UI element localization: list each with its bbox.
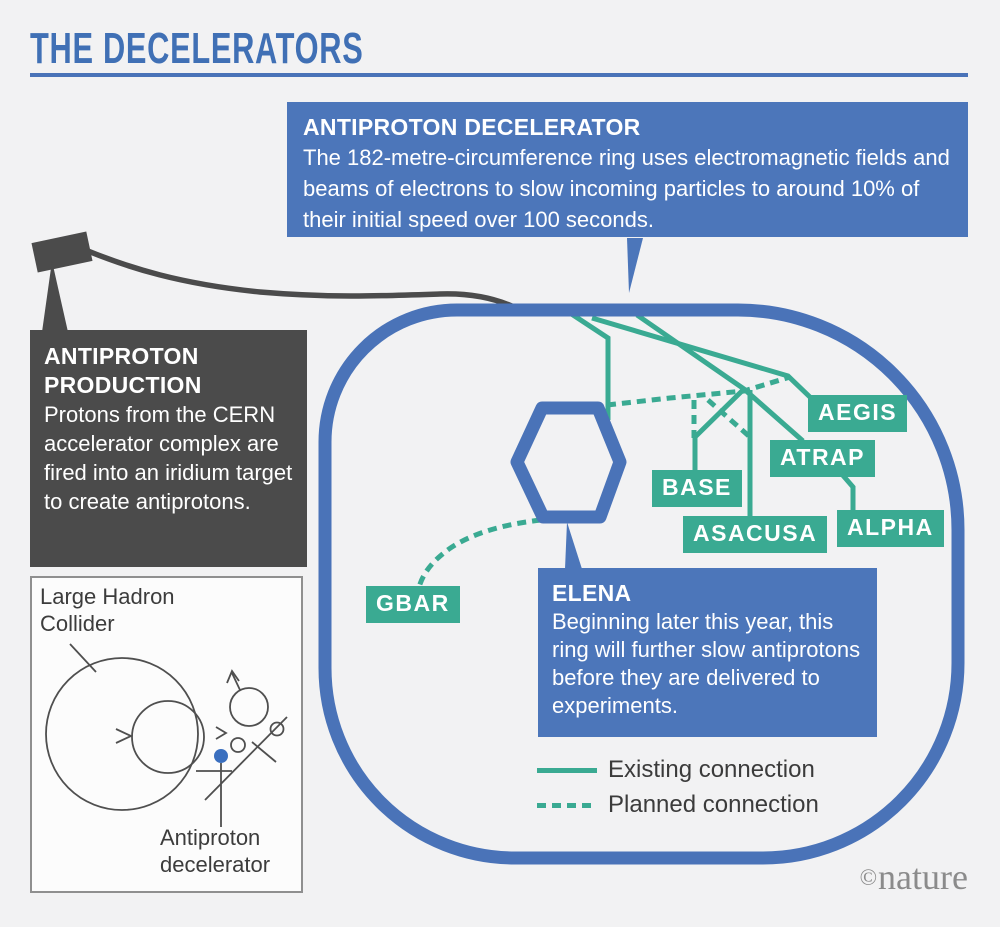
legend-planned-label: Planned connection [608, 791, 819, 818]
elena-hexagon-ring [510, 401, 627, 524]
ps-ring-circle [229, 687, 269, 727]
planned-connection-to-asacusa [706, 398, 752, 439]
antiproton-production-heading: ANTIPROTON PRODUCTION [44, 343, 202, 398]
nature-logo-text: nature [878, 857, 968, 897]
production-callout-pointer [42, 261, 68, 332]
antiproton-decelerator-callout: ANTIPROTON DECELERATOR The 182-metre-cir… [287, 102, 968, 237]
small-ring-circle [230, 737, 246, 753]
legend-existing-line-sample [537, 768, 597, 773]
lhc-inset: Large Hadron Collider Antiproton deceler… [30, 576, 303, 893]
elena-callout-pointer [565, 522, 582, 569]
antiproton-decelerator-heading: ANTIPROTON DECELERATOR [303, 114, 641, 140]
legend-existing-label: Existing connection [608, 756, 815, 783]
iridium-target [31, 231, 93, 273]
existing-connection-ring-to-hexagon [568, 310, 611, 420]
antiproton-production-callout: ANTIPROTON PRODUCTION Protons from the C… [30, 330, 307, 567]
antiproton-decelerator-body: The 182-metre-circumference ring uses el… [303, 145, 950, 232]
page-title: THE DECELERATORS [30, 24, 364, 73]
experiment-label-gbar: GBAR [366, 586, 460, 623]
inset-transfer-line-diagonal [204, 716, 288, 801]
existing-connection-atrap-to-alpha [838, 470, 856, 513]
lhc-ring-circle [45, 657, 199, 811]
experiment-label-alpha: ALPHA [837, 510, 944, 547]
sps-ring-circle [131, 700, 205, 774]
experiment-label-aegis: AEGIS [808, 395, 908, 432]
planned-connection-to-gbar [416, 517, 542, 588]
existing-connection-to-atrap [635, 312, 805, 443]
existing-connection-to-base [692, 387, 746, 473]
legend-planned-line-sample [537, 803, 597, 808]
elena-callout: ELENA Beginning later this year, this ri… [538, 568, 877, 737]
inset-beam-arrow-lhc [115, 728, 134, 744]
experiment-label-base: BASE [652, 470, 742, 507]
proton-beamline [85, 248, 519, 311]
inset-beam-line-up [231, 672, 241, 691]
decelerator-callout-pointer [627, 238, 643, 293]
lhc-inset-ad-label: Antiproton decelerator [160, 825, 271, 877]
lhc-inset-title: Large Hadron Collider [40, 584, 175, 636]
nature-logo: ©nature [860, 856, 968, 898]
inset-beam-arrow-sps [215, 726, 228, 740]
experiment-label-atrap: ATRAP [770, 440, 876, 477]
planned-connection-hexagon-to-aegis [606, 374, 791, 408]
antiproton-production-body: Protons from the CERN accelerator comple… [44, 402, 293, 514]
booster-ring-circle [269, 721, 285, 737]
elena-body: Beginning later this year, this ring wil… [552, 609, 861, 718]
lhc-inset-diagram [45, 643, 288, 827]
existing-connection-to-aegis [591, 315, 814, 401]
experiment-label-asacusa: ASACUSA [683, 516, 828, 553]
inset-beam-arrow-up [226, 669, 240, 684]
inset-title-pointer-line [69, 643, 97, 673]
inset-transfer-line-short [251, 741, 277, 763]
antiproton-decelerator-dot [214, 749, 228, 763]
title-rule [30, 73, 968, 77]
elena-heading: ELENA [552, 580, 632, 606]
copyright-symbol: © [859, 865, 878, 890]
